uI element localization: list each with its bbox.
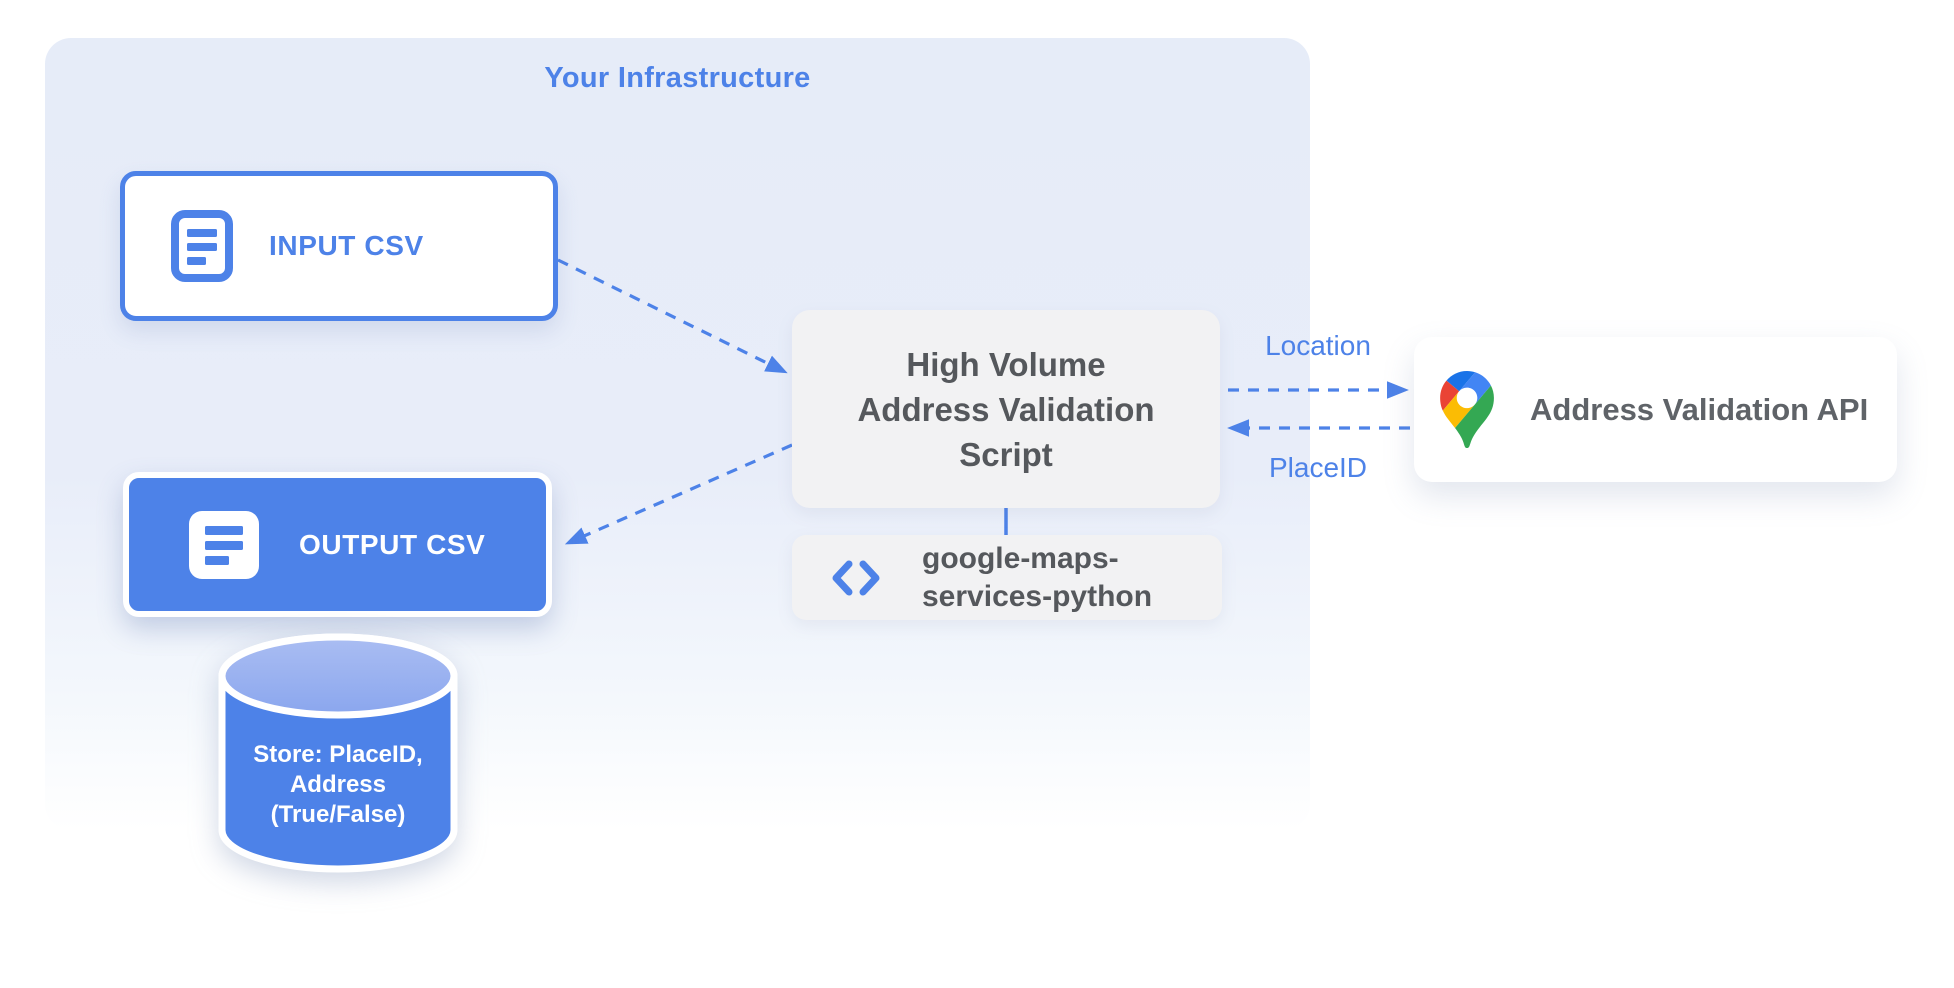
code-icon xyxy=(832,560,880,595)
edge-label-location: Location xyxy=(1265,330,1371,361)
script-line: Address Validation xyxy=(857,390,1155,428)
api-label: Address Validation API xyxy=(1530,391,1869,427)
datastore-line: Store: PlaceID, xyxy=(253,741,423,768)
google-maps-pin-icon xyxy=(1440,371,1494,448)
library-line: google-maps- xyxy=(922,541,1119,575)
script-line: High Volume xyxy=(906,345,1106,383)
script-line: Script xyxy=(959,435,1053,473)
node-output-csv: OUTPUT CSV xyxy=(123,472,552,617)
input-csv-label: INPUT CSV xyxy=(269,230,424,261)
node-validation-script: High Volume Address Validation Script xyxy=(792,310,1220,508)
document-icon xyxy=(189,510,259,579)
datastore-cylinder xyxy=(212,630,464,886)
node-address-validation-api: Address Validation API xyxy=(1414,337,1897,482)
library-line: services-python xyxy=(922,579,1153,613)
library-label: google-maps- services-python xyxy=(922,540,1152,616)
datastore-line: (True/False) xyxy=(270,801,406,828)
node-library: google-maps- services-python xyxy=(792,535,1222,620)
validation-script-label: High Volume Address Validation Script xyxy=(857,342,1154,477)
document-icon xyxy=(171,210,233,282)
output-csv-label: OUTPUT CSV xyxy=(299,528,486,560)
infrastructure-title: Your Infrastructure xyxy=(544,62,811,94)
database-icon xyxy=(218,633,458,873)
node-input-csv: INPUT CSV xyxy=(120,171,558,321)
edge-label-placeid: PlaceID xyxy=(1268,452,1368,483)
datastore-line: Address xyxy=(289,771,387,798)
datastore-label: Store: PlaceID, Address (True/False) xyxy=(212,740,464,830)
